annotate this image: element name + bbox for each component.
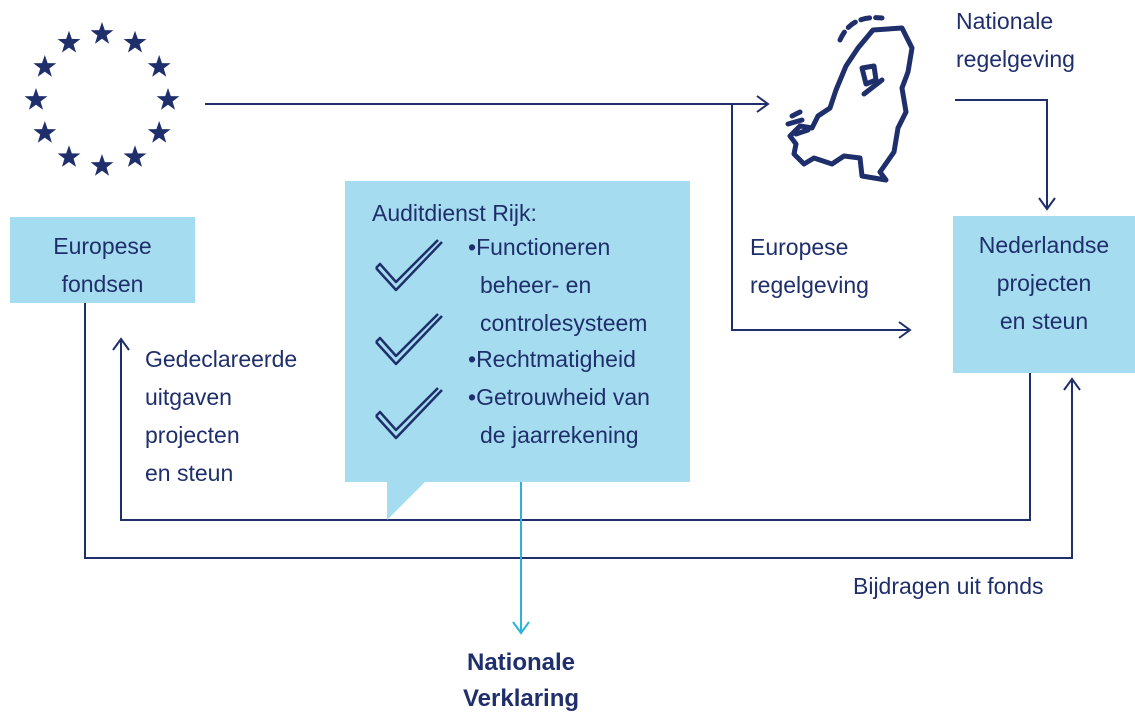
- audit-item-2-line1: Rechtmatigheid: [476, 346, 636, 372]
- bullet: •: [468, 234, 477, 260]
- audit-item-3-line2: de jaarrekening: [480, 422, 639, 448]
- nederlandse-projecten-label: Nederlandse projecten en steun: [953, 226, 1135, 340]
- star-icon: [156, 88, 180, 110]
- star-icon: [147, 55, 171, 77]
- audit-item-1-line1: Functioneren: [476, 234, 611, 260]
- netherlands-map-icon: [785, 15, 915, 183]
- gedeclareerde-line4: en steun: [145, 460, 234, 486]
- eu-stars-icon: [24, 22, 180, 176]
- star-icon: [90, 22, 114, 44]
- bullet: •: [468, 384, 477, 410]
- gedeclareerde-line2: uitgaven: [145, 384, 232, 410]
- star-icon: [147, 121, 171, 143]
- europese-regelgeving-line2: regelgeving: [750, 272, 869, 298]
- star-icon: [123, 145, 147, 167]
- star-icon: [33, 55, 57, 77]
- nederlandse-projecten-line1: Nederlandse: [978, 232, 1110, 258]
- nationale-regelgeving-label: Nationale regelgeving: [956, 2, 1075, 78]
- star-icon: [90, 154, 114, 176]
- gedeclareerde-label: Gedeclareerde uitgaven projecten en steu…: [145, 340, 297, 492]
- bullet: •: [468, 346, 477, 372]
- audit-item-3: •Getrouwheid van de jaarrekening: [468, 378, 650, 454]
- arrow-bijdragen: [84, 303, 1073, 559]
- nationale-verklaring-line1: Nationale: [466, 649, 576, 676]
- nationale-regelgeving-line2: regelgeving: [956, 46, 1075, 72]
- audit-title: Auditdienst Rijk:: [372, 200, 537, 226]
- star-icon: [24, 88, 48, 110]
- check-icon: [375, 313, 443, 366]
- arrow-nationale-regelgeving: [955, 99, 1048, 209]
- europese-fondsen-line1: Europese: [53, 233, 152, 259]
- europese-regelgeving-line1: Europese: [750, 234, 849, 260]
- check-icon: [375, 239, 443, 292]
- nationale-verklaring-label: Nationale Verklaring: [421, 645, 621, 717]
- audit-item-3-line1: Getrouwheid van: [476, 384, 650, 410]
- nederlandse-projecten-line2: projecten: [996, 270, 1092, 296]
- star-icon: [57, 145, 81, 167]
- arrow-europese-regelgeving: [731, 104, 910, 331]
- check-icon: [375, 387, 443, 440]
- gedeclareerde-line1: Gedeclareerde: [145, 346, 298, 372]
- europese-fondsen-label: Europese fondsen: [10, 227, 195, 303]
- europese-regelgeving-label: Europese regelgeving: [750, 228, 869, 304]
- star-icon: [123, 30, 147, 53]
- gedeclareerde-line3: projecten: [145, 422, 240, 448]
- nederlandse-projecten-box: [953, 216, 1135, 373]
- europese-fondsen-box: [10, 217, 195, 303]
- nationale-regelgeving-line1: Nationale: [956, 8, 1054, 34]
- arrow-gedeclareerde: [120, 339, 1031, 521]
- bijdragen-label: Bijdragen uit fonds: [853, 573, 1044, 599]
- audit-item-1-line2: beheer- en: [480, 272, 592, 298]
- star-icon: [33, 121, 57, 143]
- audit-item-2: •Rechtmatigheid: [468, 340, 636, 378]
- star-icon: [57, 30, 81, 53]
- europese-fondsen-line2: fondsen: [61, 271, 144, 297]
- audit-bubble: [345, 181, 690, 520]
- nederlandse-projecten-line3: en steun: [999, 308, 1089, 334]
- audit-item-1: •Functioneren beheer- en controlesysteem: [468, 228, 647, 342]
- audit-item-1-line3: controlesysteem: [480, 310, 648, 336]
- nationale-verklaring-line2: Verklaring: [462, 685, 580, 712]
